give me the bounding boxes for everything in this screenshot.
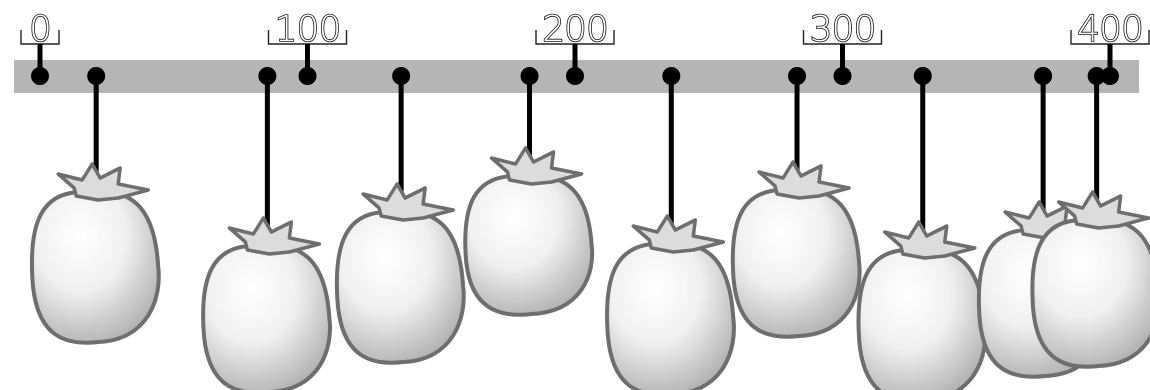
hanging-fruits <box>29 67 1150 390</box>
tick-0: 0 <box>20 8 60 85</box>
tick-label: 400 <box>1077 9 1143 50</box>
hanging-fruit <box>856 67 988 390</box>
fruit-body <box>730 187 862 339</box>
tick-label: 200 <box>542 9 608 50</box>
tick-label: 300 <box>810 9 876 50</box>
hanging-fruit <box>334 67 466 365</box>
fruit-leaves <box>489 146 584 186</box>
tick-label: 100 <box>275 9 341 50</box>
fruit-body <box>856 247 988 390</box>
fruit-body <box>1030 217 1150 369</box>
fruit-body <box>334 209 466 365</box>
fruit-pin <box>1087 67 1106 85</box>
hanging-fruit <box>730 67 862 339</box>
hanging-fruit <box>1030 67 1150 369</box>
fruit-pin <box>392 67 411 85</box>
fruit-pin <box>258 67 277 85</box>
fruit-leaves <box>361 182 455 222</box>
hanging-fruit <box>29 67 161 345</box>
fruit-body <box>463 173 595 317</box>
tick-dot <box>566 67 584 85</box>
fruit-pin <box>913 67 932 85</box>
fruit-leaves <box>883 220 977 260</box>
fruit-body <box>201 243 332 390</box>
tick-200: 200 <box>535 8 615 85</box>
tick-label: 0 <box>29 9 51 50</box>
fruit-leaves <box>757 160 851 200</box>
fruit-pin <box>87 67 106 85</box>
hanging-fruit <box>605 67 736 390</box>
fruit-leaves <box>1056 190 1150 230</box>
fruit-pin <box>520 67 539 85</box>
fruit-pin <box>1034 67 1053 85</box>
fruit-leaves <box>56 162 150 202</box>
ruler-ticks: 0 100 200 300 400 <box>20 8 1150 85</box>
fruit-pin <box>788 67 807 85</box>
hanging-fruit <box>201 67 332 390</box>
tick-400: 400 <box>1070 8 1150 85</box>
hanging-fruit <box>463 67 595 317</box>
fruit-pin <box>662 67 681 85</box>
tick-dot <box>298 67 317 85</box>
tick-300: 300 <box>802 8 883 85</box>
fruit-body <box>605 241 736 390</box>
tick-dot <box>833 67 852 85</box>
tick-dot <box>31 67 49 85</box>
tick-100: 100 <box>267 8 348 85</box>
fruit-body <box>29 189 161 345</box>
tick-dot <box>1101 67 1119 85</box>
fruit-leaves <box>227 216 322 256</box>
fruit-leaves <box>631 214 726 254</box>
